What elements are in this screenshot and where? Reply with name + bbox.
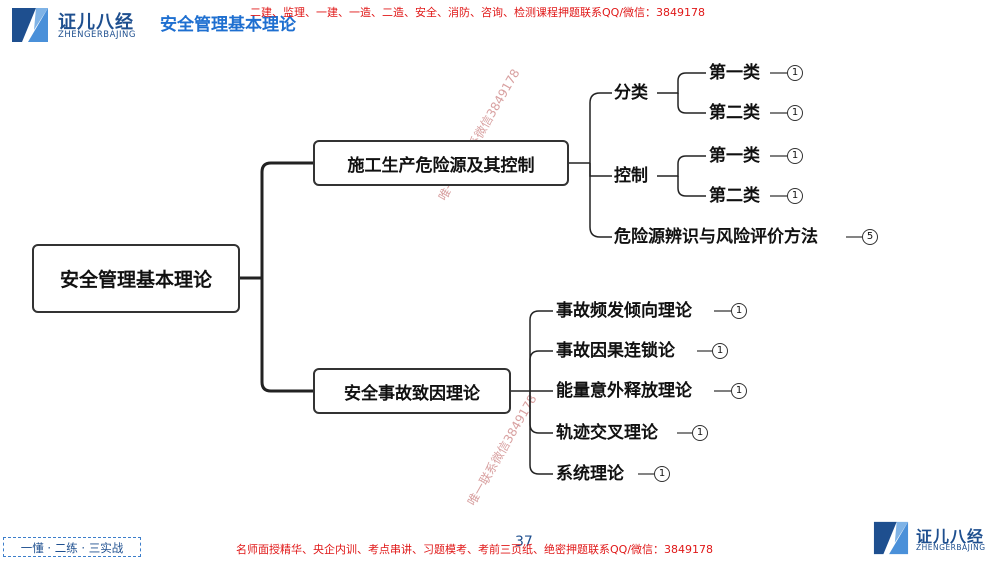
count-badge: 1 xyxy=(787,148,803,164)
count-badge: 1 xyxy=(787,188,803,204)
brand-name: 证儿八经 xyxy=(916,527,985,546)
top-ad-text: 二建、监理、一建、一造、二造、安全、消防、咨询、检测课程押题联系QQ/微信：38… xyxy=(250,6,706,19)
mindmap-root: 安全管理基本理论 xyxy=(32,244,240,313)
count-badge: 5 xyxy=(862,229,878,245)
node-control-type2: 第二类 xyxy=(709,186,760,206)
page-number: 37 xyxy=(515,534,533,550)
zl-logo-icon xyxy=(12,8,48,42)
branch-accident-causation: 安全事故致因理论 xyxy=(313,368,511,414)
count-badge: 1 xyxy=(731,383,747,399)
node-control: 控制 xyxy=(614,166,648,186)
count-badge: 1 xyxy=(712,343,728,359)
footer-slogan: 一懂 · 二练 · 三实战 xyxy=(3,537,141,557)
page-title: 安全管理基本理论 xyxy=(160,15,296,35)
node-accident-proneness: 事故频发倾向理论 xyxy=(556,301,692,321)
count-badge: 1 xyxy=(654,466,670,482)
count-badge: 1 xyxy=(787,65,803,81)
branch-hazard-control: 施工生产危险源及其控制 xyxy=(313,140,569,186)
node-energy-release: 能量意外释放理论 xyxy=(556,381,692,401)
count-badge: 1 xyxy=(731,303,747,319)
node-classify-type2: 第二类 xyxy=(709,103,760,123)
node-trajectory-crossing: 轨迹交叉理论 xyxy=(556,423,658,443)
bottom-ad-text: 名师面授精华、央企内训、考点串讲、习题模考、考前三页纸、绝密押题联系QQ/微信：… xyxy=(236,543,714,556)
count-badge: 1 xyxy=(692,425,708,441)
node-system-theory: 系统理论 xyxy=(556,464,624,484)
node-control-type1: 第一类 xyxy=(709,146,760,166)
brand-logo-bottom: 证儿八经 ZHENGERBAJING xyxy=(872,520,997,560)
zl-logo-icon xyxy=(873,521,909,555)
brand-logo-top: 证儿八经 ZHENGERBAJING xyxy=(10,6,180,46)
node-domino-theory: 事故因果连锁论 xyxy=(556,341,675,361)
brand-subtitle: ZHENGERBAJING xyxy=(58,30,136,40)
node-classify-type1: 第一类 xyxy=(709,63,760,83)
node-hazard-method: 危险源辨识与风险评价方法 xyxy=(614,227,818,247)
count-badge: 1 xyxy=(787,105,803,121)
brand-subtitle: ZHENGERBAJING xyxy=(916,543,986,552)
brand-name: 证儿八经 xyxy=(58,12,134,33)
node-classify: 分类 xyxy=(614,83,648,103)
